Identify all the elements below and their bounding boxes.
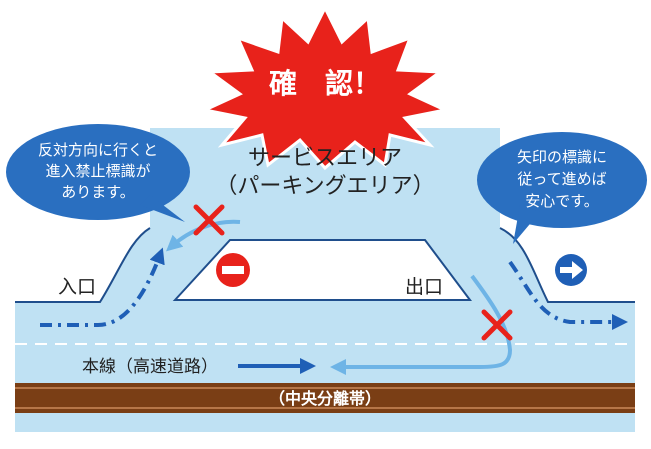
confirm-text: 確 認！ [269, 67, 381, 100]
exit-label: 出口 [405, 276, 443, 298]
bubble-right-line2: 従って進めば [517, 170, 606, 188]
central-island [172, 239, 472, 301]
median-label: （中央分離帯） [269, 389, 381, 408]
bubble-left-line3: あります。 [61, 183, 135, 201]
service-area-subtitle: （パーキングエリア） [215, 174, 434, 199]
entry-flow-arrow [40, 247, 165, 327]
bubble-left-line1: 反対方向に行くと [38, 141, 158, 159]
entrance-label: 入口 [58, 276, 96, 298]
confirm-burst [200, 4, 450, 171]
bubble-left-line2: 進入禁止標識が [45, 162, 150, 180]
service-area-title: サービスエリア [248, 146, 402, 171]
wrong-way-exit-arrow [330, 274, 513, 375]
bubble-right-line3: 安心です。 [525, 192, 599, 210]
exit-flow-arrow [508, 260, 628, 330]
cross-icon-exit [481, 309, 513, 341]
bubble-left [6, 124, 190, 220]
bubble-left-tail [140, 195, 185, 222]
main-line-label: 本線（高速道路） [82, 357, 218, 377]
road-edge-top-right [499, 227, 635, 303]
road-edge-top-left [15, 227, 151, 303]
bubble-right-line1: 矢印の標識に [517, 148, 607, 166]
bubble-right-tail [513, 205, 540, 244]
no-entry-sign-icon [216, 253, 250, 287]
bubble-right [477, 132, 647, 228]
cross-icon-entry [193, 204, 225, 236]
right-arrow-sign-icon [555, 254, 587, 286]
